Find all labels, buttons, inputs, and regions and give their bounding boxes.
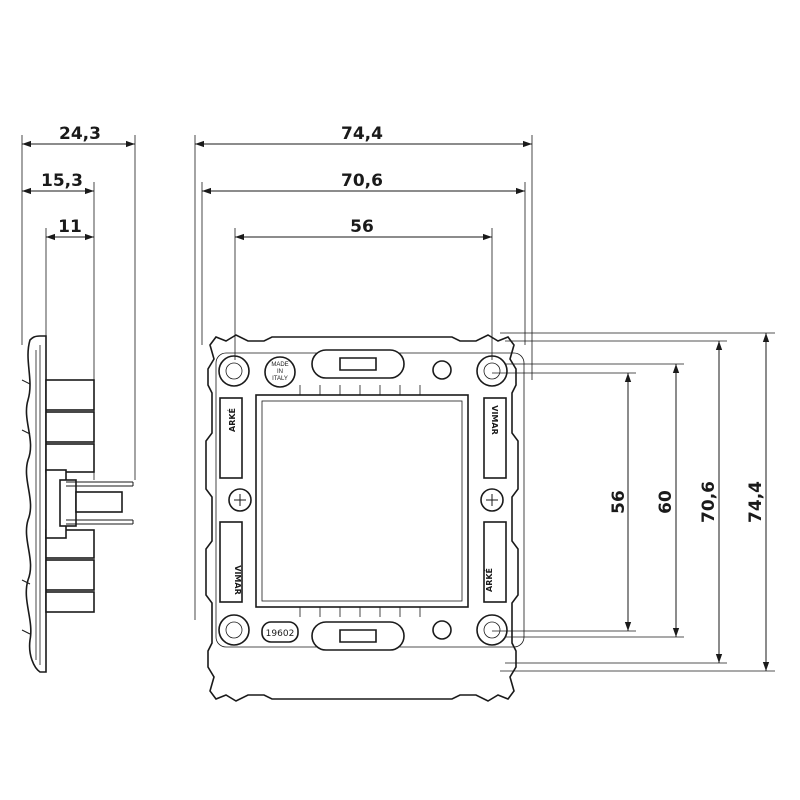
made-in-line2: IN: [277, 369, 283, 375]
made-in-line3: ITALY: [272, 376, 288, 382]
code-badge: 19602: [261, 621, 299, 643]
brand-bottom-right: ARKÉ: [483, 568, 494, 592]
dim-side-mid: 15,3: [41, 171, 83, 191]
brand-top-right: VIMAR: [490, 405, 499, 434]
dim-front-height-inner: 56: [609, 490, 629, 514]
dim-front-height-mid: 70,6: [699, 481, 719, 523]
dim-front-width-inner: 56: [350, 217, 374, 237]
screw-hole-top-right: [476, 355, 508, 387]
brand-top-left: ARKÉ: [226, 408, 237, 432]
brand-bottom-left: VIMAR: [233, 565, 242, 594]
code-label: 19602: [266, 629, 295, 639]
screw-hole-bottom-left: [218, 614, 250, 646]
made-in-line1: MADE: [271, 362, 288, 368]
screw-hole-bottom-right: [476, 614, 508, 646]
dim-front-height-overall: 74,4: [746, 481, 766, 523]
cross-screw-right: [480, 488, 504, 512]
dim-front-width-mid: 70,6: [341, 171, 383, 191]
dim-front-width-overall: 74,4: [341, 124, 383, 144]
cross-screw-left: [228, 488, 252, 512]
made-in-italy-badge: MADE IN ITALY: [264, 356, 296, 388]
screw-hole-top-left: [218, 355, 250, 387]
front-view: MADE IN ITALY 19602 ARKÉ VIMAR VIMAR ARK…: [194, 124, 775, 702]
dim-side-inner: 11: [58, 217, 82, 237]
side-view: 24,3 15,3 11: [21, 124, 136, 673]
dim-side-overall: 24,3: [59, 124, 101, 144]
dim-front-height-60: 60: [656, 490, 676, 514]
